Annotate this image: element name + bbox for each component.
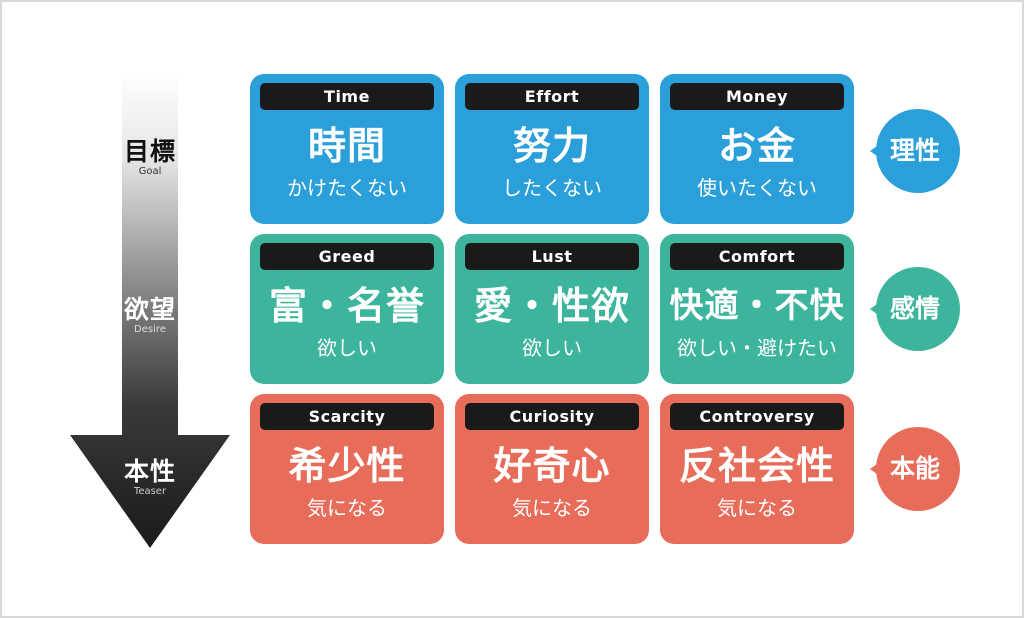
speech-bubble-shape <box>870 267 960 351</box>
card-main-text: 富・名誉 <box>268 284 425 328</box>
card-greed: Greed 富・名誉 欲しい <box>250 234 444 384</box>
level-desire-label: 欲望 <box>123 295 176 324</box>
card-sub-text: 欲しい <box>522 336 582 360</box>
card-main-text: 時間 <box>307 124 386 168</box>
card-sub-text: 欲しい <box>317 336 377 360</box>
level-teaser-sub: Teaser <box>133 486 167 497</box>
card-main-text: 希少性 <box>288 444 406 488</box>
card-sub-text: かけたくない <box>287 176 407 200</box>
card-sub-text: 使いたくない <box>697 176 817 200</box>
card-time: Time 時間 かけたくない <box>250 74 444 224</box>
card-tag: Effort <box>465 83 639 110</box>
arrow-shape <box>70 72 230 548</box>
card-tag: Scarcity <box>260 403 434 430</box>
card-main-text: 努力 <box>512 124 591 168</box>
level-desire-sub: Desire <box>134 324 166 335</box>
level-goal-sub: Goal <box>138 166 162 177</box>
card-controversy: Controversy 反社会性 気になる <box>660 394 854 544</box>
speech-bubble-shape <box>870 427 960 511</box>
card-tag: Money <box>670 83 844 110</box>
bubble-label: 理性 <box>889 136 940 165</box>
card-main-text: 愛・性欲 <box>473 284 630 328</box>
hierarchy-arrow: 目標 Goal 欲望 Desire 本性 Teaser <box>70 72 230 550</box>
card-main-text: 快適・不快 <box>669 286 845 326</box>
motivation-grid: Time 時間 かけたくない Effort 努力 したくない Money お金 … <box>250 74 854 544</box>
card-lust: Lust 愛・性欲 欲しい <box>455 234 649 384</box>
bubble-label: 本能 <box>889 454 940 483</box>
card-comfort: Comfort 快適・不快 欲しい・避けたい <box>660 234 854 384</box>
card-scarcity: Scarcity 希少性 気になる <box>250 394 444 544</box>
card-tag: Lust <box>465 243 639 270</box>
bubble-emotion: 感情 <box>868 266 960 352</box>
card-tag: Curiosity <box>465 403 639 430</box>
card-sub-text: 欲しい・避けたい <box>677 336 837 360</box>
bubble-label: 感情 <box>889 294 940 323</box>
bubble-reason: 理性 <box>868 108 960 194</box>
card-main-text: 好奇心 <box>493 444 611 488</box>
card-sub-text: したくない <box>502 176 602 200</box>
card-main-text: お金 <box>717 124 796 168</box>
card-tag: Greed <box>260 243 434 270</box>
speech-bubble-shape <box>870 109 960 193</box>
card-sub-text: 気になる <box>512 496 592 520</box>
card-tag: Time <box>260 83 434 110</box>
card-main-text: 反社会性 <box>678 444 835 488</box>
card-sub-text: 気になる <box>307 496 387 520</box>
level-goal-label: 目標 <box>123 137 176 166</box>
bubble-instinct: 本能 <box>868 426 960 512</box>
card-tag: Comfort <box>670 243 844 270</box>
card-money: Money お金 使いたくない <box>660 74 854 224</box>
card-sub-text: 気になる <box>717 496 797 520</box>
level-teaser-label: 本性 <box>123 457 176 486</box>
card-effort: Effort 努力 したくない <box>455 74 649 224</box>
card-curiosity: Curiosity 好奇心 気になる <box>455 394 649 544</box>
card-tag: Controversy <box>670 403 844 430</box>
